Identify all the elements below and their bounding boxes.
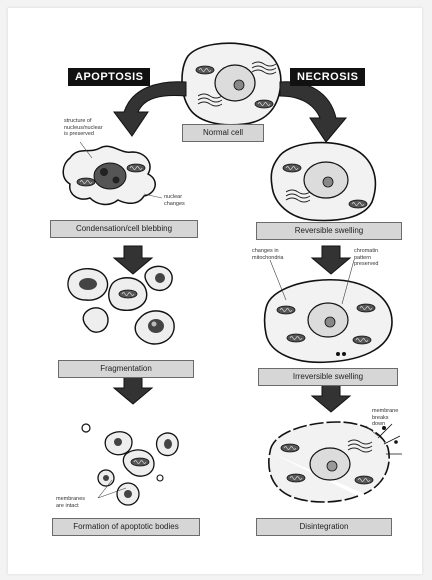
arrow-apoptosis-2 — [112, 373, 154, 405]
stage-label-condensation: Condensation/cell blebbing — [50, 220, 198, 238]
annotation-chromatin-preserved: chromatin pattern preserved — [354, 248, 379, 267]
annotation-membrane-breaks: membrane breaks down — [372, 408, 399, 427]
arrow-apoptosis-1 — [112, 245, 154, 275]
stage-label-fragmentation: Fragmentation — [58, 360, 194, 378]
arrow-to-necrosis — [279, 81, 348, 143]
annotation-leaders — [79, 141, 379, 499]
annotation-mitochondria-changes: changes in mitochondria — [252, 248, 284, 261]
necrosis-irreversible-cell — [263, 278, 393, 364]
necrosis-swelling-cell — [270, 141, 377, 222]
apoptosis-fragments — [67, 265, 175, 345]
necrosis-heading: NECROSIS — [290, 68, 366, 86]
arrow-to-apoptosis — [113, 81, 187, 137]
annotation-nuclear-changes: nuclear changes — [164, 194, 185, 207]
annotation-membranes-intact: membranes are intact — [56, 496, 86, 509]
stage-label-apoptotic-bodies: Formation of apoptotic bodies — [52, 518, 200, 536]
annotation-structure-preserved: structure of nucleus/nuclear is preserve… — [64, 118, 103, 137]
figure-sheet: APOPTOSIS NECROSIS Normal cell Condensat… — [8, 8, 422, 574]
arrow-necrosis-2 — [310, 383, 352, 413]
apoptosis-condensing-cell — [62, 145, 156, 206]
stage-label-reversible-swelling: Reversible swelling — [256, 222, 402, 240]
arrow-necrosis-1 — [310, 245, 352, 275]
normal-cell-label: Normal cell — [182, 124, 264, 142]
apoptosis-heading: APOPTOSIS — [68, 68, 151, 86]
diagram-illustration — [62, 42, 402, 506]
necrosis-disintegrating-cell — [268, 421, 402, 503]
stage-label-irreversible-swelling: Irreversible swelling — [258, 368, 398, 386]
normal-cell — [181, 42, 282, 126]
apoptotic-bodies — [81, 423, 179, 506]
stage-label-disintegration: Disintegration — [256, 518, 392, 536]
